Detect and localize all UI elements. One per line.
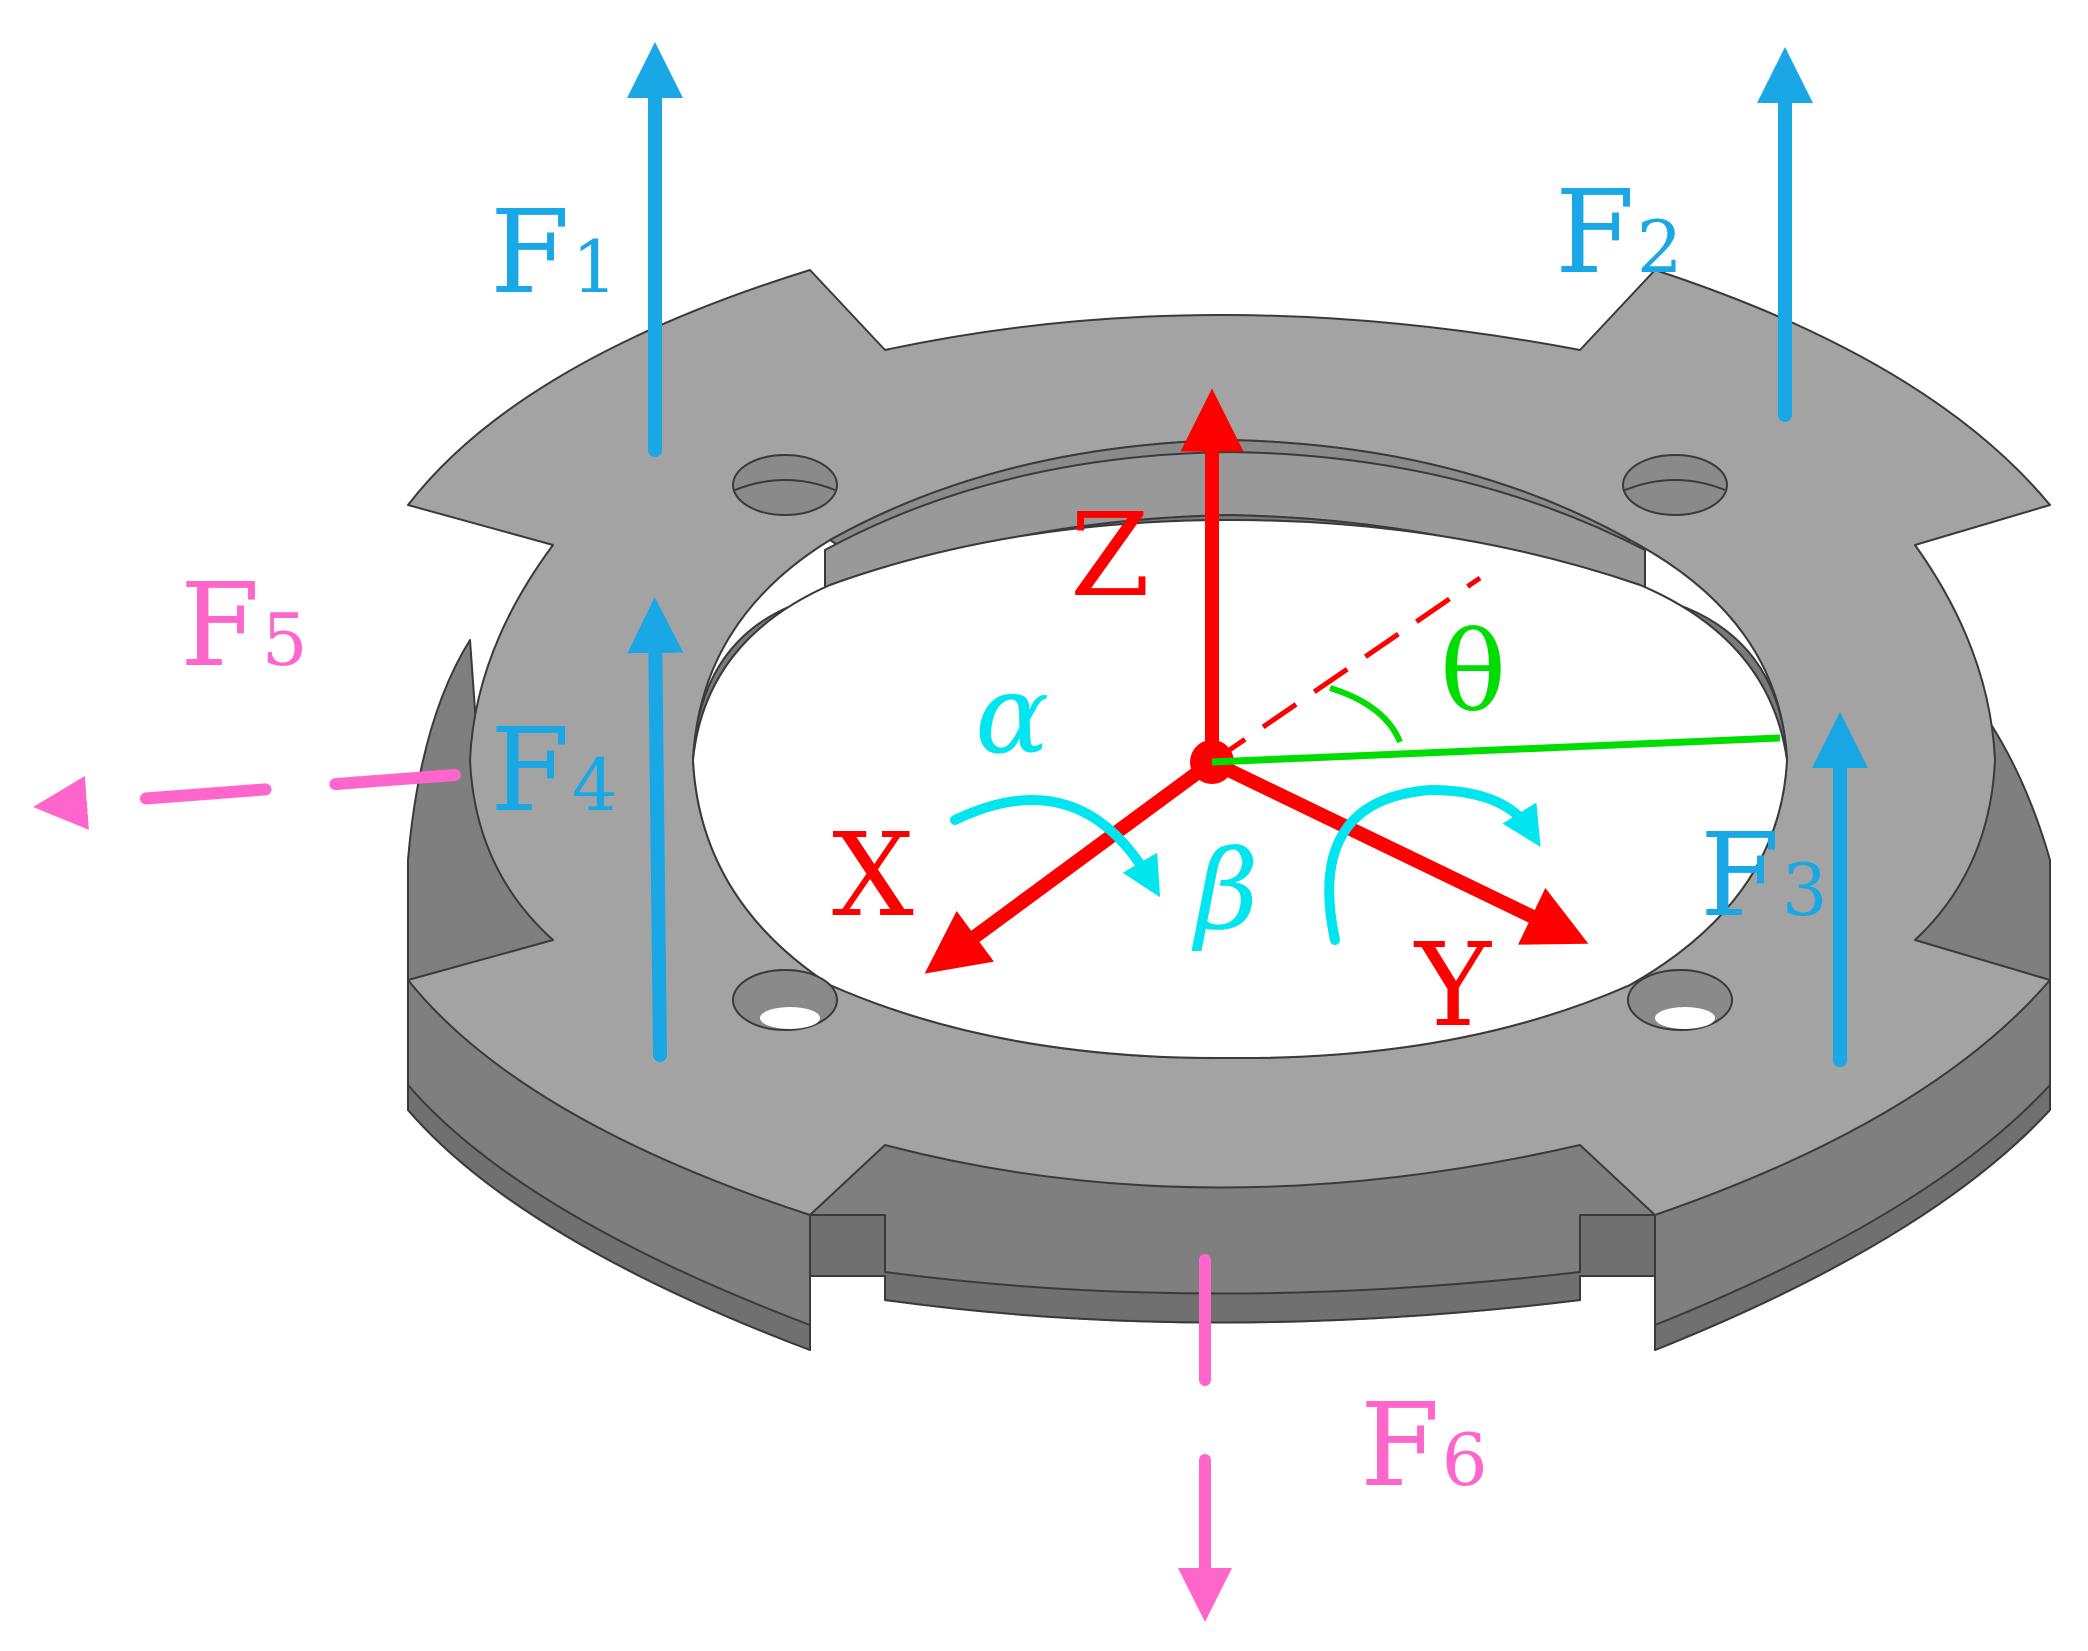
axis-x-label: X bbox=[832, 809, 914, 943]
ring-side-lower bbox=[407, 1084, 2051, 1351]
bore-opening bbox=[692, 519, 1788, 1060]
beta-label: β bbox=[1191, 826, 1259, 954]
f3-label: F3 bbox=[1700, 809, 1828, 943]
beta-moment-arrow bbox=[1324, 784, 1541, 945]
axis-y-label: Y bbox=[1413, 919, 1492, 1053]
labels: F1 F2 F3 F4 F5 F6 Z X Y θ α β bbox=[180, 166, 1828, 1513]
horizontal-forces bbox=[33, 769, 1232, 1622]
f1-label: F1 bbox=[490, 186, 618, 320]
vertical-forces bbox=[627, 41, 1868, 1067]
theta-arc bbox=[1329, 685, 1403, 744]
f2-label: F2 bbox=[1555, 166, 1683, 300]
alpha-moment-arrow bbox=[950, 795, 1161, 898]
f5-label: F5 bbox=[180, 559, 308, 693]
f5-arrow bbox=[33, 769, 461, 830]
theta-label: θ bbox=[1440, 608, 1506, 736]
bolt-hole-top-right bbox=[1622, 454, 1728, 516]
axis-y-arrow bbox=[1205, 755, 1589, 945]
f4-arrow bbox=[627, 597, 684, 1062]
bolt-hole-top-left bbox=[732, 454, 838, 516]
f4-label: F4 bbox=[490, 704, 618, 838]
coordinate-axes bbox=[924, 388, 1589, 974]
bolt-hole-bottom-left bbox=[732, 969, 838, 1031]
axis-z-label: Z bbox=[1070, 489, 1150, 623]
bolt-hole-bottom-right bbox=[1627, 969, 1733, 1031]
axis-x-arrow bbox=[924, 755, 1219, 974]
theta-radius-line bbox=[1211, 734, 1781, 766]
theta-reference-line bbox=[1210, 575, 1482, 765]
alpha-label: α bbox=[975, 650, 1049, 778]
f6-label: F6 bbox=[1360, 1379, 1488, 1513]
